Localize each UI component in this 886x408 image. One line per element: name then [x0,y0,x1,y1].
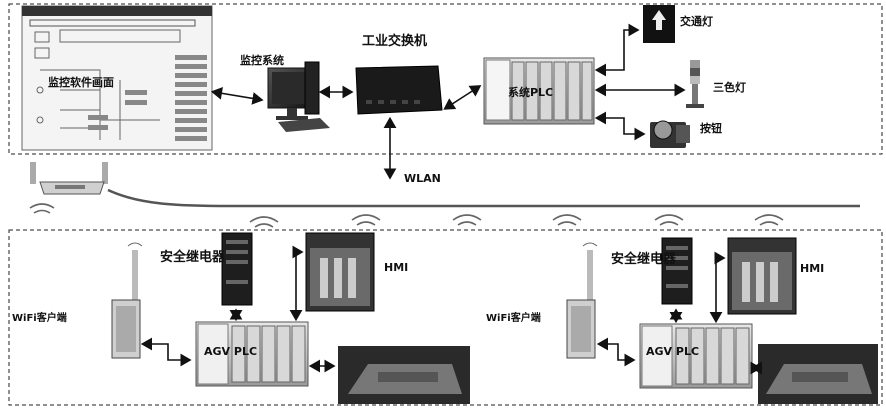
switch-label: 工业交换机 [362,34,428,49]
wifi-client-label-1: WiFi客户端 [12,313,67,324]
monitoring-computer [267,61,330,132]
agv-vehicle-photo [758,344,878,404]
agv-unit-1 [111,232,470,404]
link-switch-plc [443,85,482,110]
wifi-client-label-2: WiFi客户端 [486,313,541,324]
monitor-software-label: 监控软件画面 [48,76,114,89]
safety-relay-label-1: 安全继电器 [160,250,226,265]
agv-plc-rack [639,323,753,389]
link-wifi-plc [596,337,636,367]
safety-relay-label-2: 安全继电器 [611,252,677,267]
agv-unit-2 [566,237,878,404]
button-label: 按钮 [700,122,722,135]
push-button-device [650,120,690,148]
link-wifi-plc [140,337,192,367]
agv-plc-rack [195,321,309,387]
industrial-switch [355,65,443,115]
monitor-software-screenshot [21,5,213,151]
central-control-frame [8,3,883,155]
agv-frame [8,229,883,406]
wlan-cable [107,188,860,208]
traffic-light-label: 交通灯 [680,15,713,28]
wlan-access-point [30,162,108,195]
wlan-label: WLAN [404,172,441,185]
traffic-light-device [643,5,675,43]
wifi-client-device [566,242,598,359]
link-plc-hmi [289,245,304,322]
tri-color-light-label: 三色灯 [713,81,746,94]
hmi-label-2: HMI [800,262,825,275]
agv-vehicle-photo [338,346,470,404]
system-plc-rack [483,57,595,125]
agv-plc-label-2: AGV PLC [646,345,700,358]
agv-plc-label-1: AGV PLC [204,345,258,358]
link-plc-hmi [709,251,726,324]
hmi-device [727,237,797,315]
safety-relay-device [221,232,253,306]
monitoring-system-label: 监控系统 [240,54,284,67]
link-software-computer [210,87,264,105]
safety-relay-device [661,237,693,305]
tri-color-light-device [686,60,704,108]
wifi-client-device [111,242,143,359]
system-plc-label: 系统PLC [508,86,554,99]
hmi-device [305,232,375,312]
link-plc-button [594,111,646,141]
link-plc-traffic-light [594,23,640,77]
hmi-label-1: HMI [384,261,409,274]
wifi-signals [29,203,784,228]
